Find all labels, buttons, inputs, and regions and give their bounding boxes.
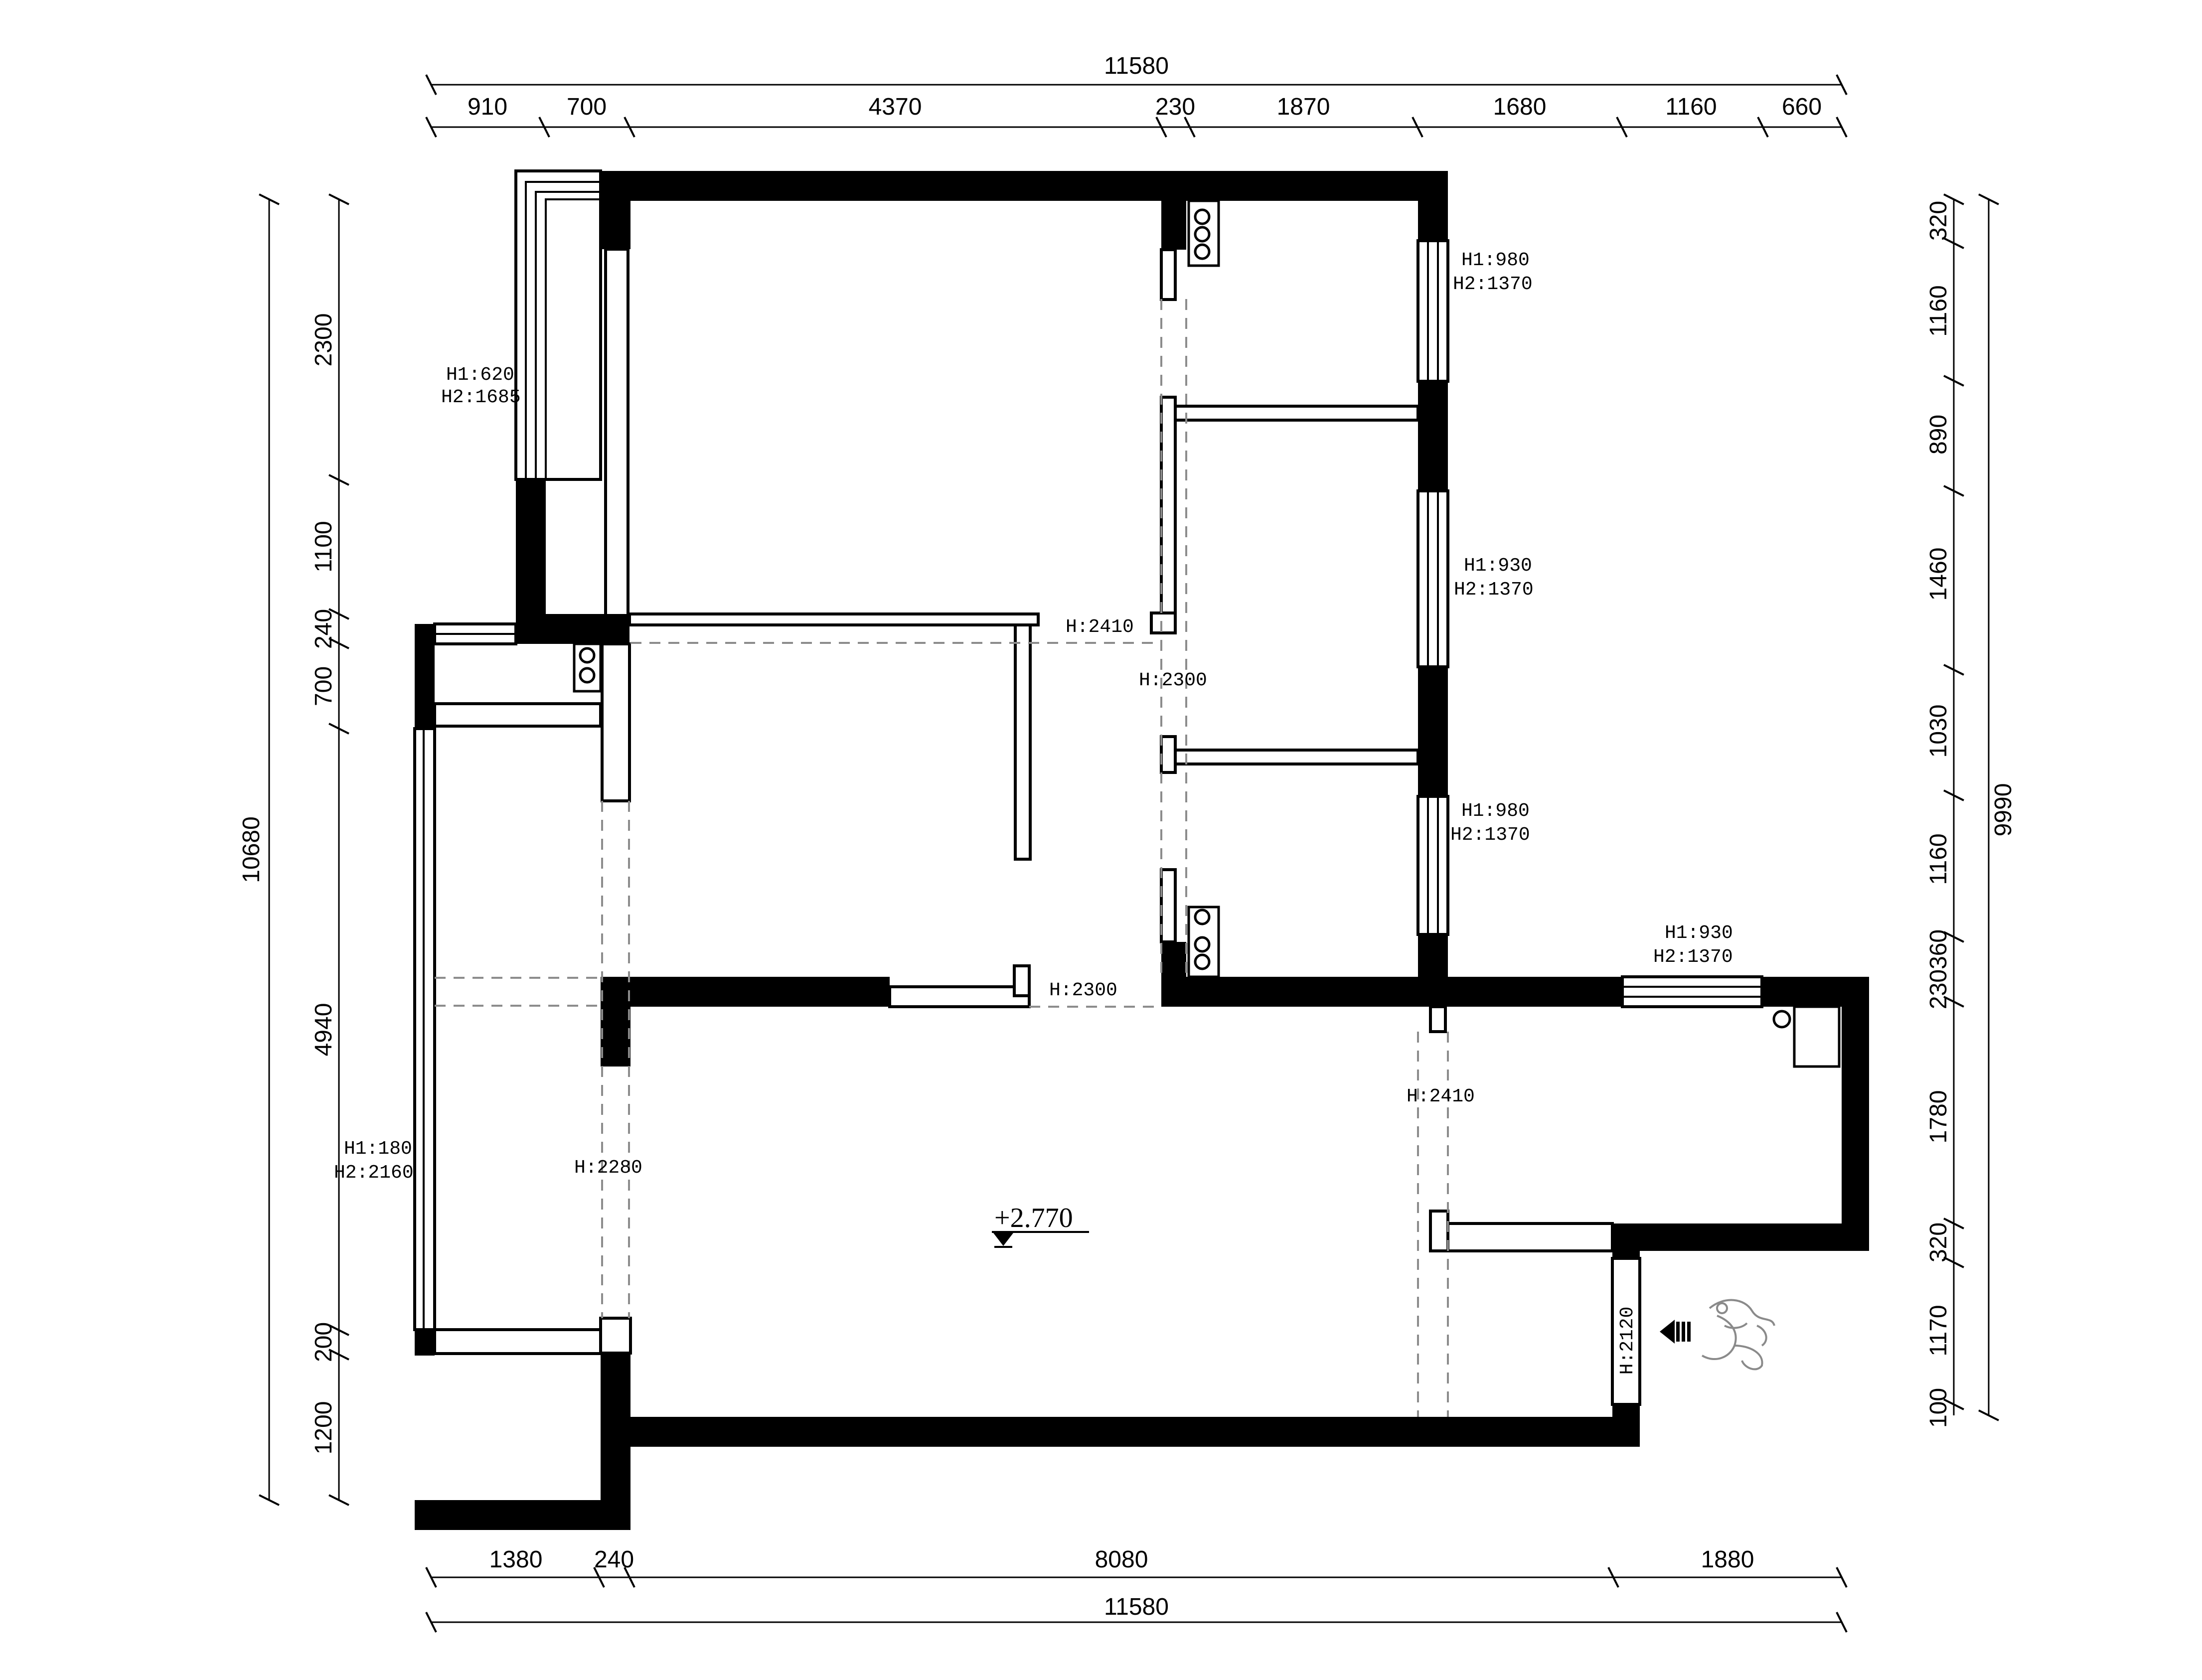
pipe-icon bbox=[1187, 199, 1220, 267]
top-dim-2: 700 bbox=[567, 94, 607, 120]
right-dim-11: 100 bbox=[1925, 1388, 1952, 1428]
window-kitchen bbox=[1621, 975, 1763, 1008]
bottom-dim-1: 1380 bbox=[489, 1546, 543, 1573]
top-dim-7: 1160 bbox=[1665, 94, 1717, 120]
pipe-icon bbox=[1772, 1005, 1841, 1068]
level-triangle-icon bbox=[993, 1233, 1013, 1246]
floor-level-label: +2.770 bbox=[994, 1203, 1073, 1233]
window-note-h1: H1:180 bbox=[344, 1138, 412, 1160]
windows bbox=[423, 169, 1763, 1406]
window-upper-left bbox=[514, 169, 602, 481]
window-notes: H1:620 H2:1685 H1:980 H2:1370 H1:930 H2:… bbox=[334, 250, 1733, 1184]
dimension-top: 11580 910 700 4370 230 1870 1680 1160 66… bbox=[425, 53, 1848, 138]
left-dim-6: 200 bbox=[311, 1322, 337, 1362]
structural-walls bbox=[415, 171, 1869, 1530]
top-total-dim: 11580 bbox=[1104, 53, 1169, 79]
window-note-h2: H2:1370 bbox=[1653, 946, 1733, 968]
right-dim-2: 1160 bbox=[1925, 285, 1952, 336]
window-right-2 bbox=[1416, 489, 1449, 668]
window-note-h2: H2:2160 bbox=[334, 1162, 414, 1184]
right-dim-8: 1780 bbox=[1925, 1090, 1952, 1144]
right-dim-7: 230360 bbox=[1925, 929, 1952, 1009]
partition-walls bbox=[413, 248, 1614, 1355]
left-dim-1: 2300 bbox=[311, 313, 337, 367]
right-dim-5: 1030 bbox=[1925, 705, 1952, 758]
window-note-h1: H1:930 bbox=[1464, 555, 1532, 577]
top-dim-1: 910 bbox=[468, 94, 507, 120]
right-dim-10: 1170 bbox=[1925, 1305, 1952, 1356]
window-note-h1: H1:620 bbox=[446, 364, 514, 386]
window-note-h2: H2:1370 bbox=[1453, 274, 1533, 295]
opening-height-label: H:2300 bbox=[1049, 980, 1117, 1001]
left-dim-7: 1200 bbox=[311, 1401, 337, 1455]
opening-lines bbox=[435, 299, 1449, 1417]
top-dim-6: 1680 bbox=[1493, 94, 1547, 120]
right-dim-6: 1160 bbox=[1925, 833, 1952, 885]
pipe-icon bbox=[573, 642, 602, 693]
left-dim-5: 4940 bbox=[311, 1003, 337, 1057]
pipe-fixtures bbox=[573, 199, 1841, 1068]
window-note-h1: H1:980 bbox=[1461, 800, 1530, 822]
right-dim-1: 320 bbox=[1925, 201, 1952, 241]
bottom-dim-3: 8080 bbox=[1095, 1546, 1148, 1573]
opening-height-label: H:2280 bbox=[574, 1157, 642, 1179]
opening-notes: H:2410 H:2300 H:2300 H:2280 H:2410 H:212… bbox=[574, 616, 1638, 1375]
pipe-icon bbox=[1187, 906, 1220, 978]
top-dim-3: 4370 bbox=[869, 94, 922, 120]
right-dim-3: 890 bbox=[1925, 415, 1952, 455]
left-dim-4: 700 bbox=[311, 666, 337, 706]
right-dim-9: 320 bbox=[1925, 1222, 1952, 1262]
opening-height-label: H:2410 bbox=[1066, 616, 1134, 638]
top-dim-5: 1870 bbox=[1277, 94, 1330, 120]
entrance-arrow-icon bbox=[1660, 1320, 1691, 1344]
window-note-h1: H1:930 bbox=[1665, 922, 1733, 944]
floor-level-mark: +2.770 bbox=[992, 1203, 1089, 1248]
top-dim-4: 230 bbox=[1155, 94, 1195, 120]
bottom-dim-4: 1880 bbox=[1701, 1546, 1754, 1573]
window-right-3 bbox=[1416, 795, 1449, 936]
bottom-dim-2: 240 bbox=[594, 1546, 634, 1573]
window-note-h2: H2:1370 bbox=[1450, 824, 1530, 846]
logo-sketch-icon bbox=[1701, 1299, 1775, 1371]
left-dim-3: 240 bbox=[311, 609, 337, 649]
opening-height-label: H:2120 bbox=[1617, 1307, 1638, 1375]
right-dim-4: 1460 bbox=[1925, 548, 1952, 601]
top-dim-8: 660 bbox=[1782, 94, 1822, 120]
dimension-bottom: 1380 240 8080 1880 11580 bbox=[425, 1546, 1848, 1633]
left-dim-2: 1100 bbox=[311, 521, 337, 572]
window-note-h2: H2:1685 bbox=[441, 387, 521, 408]
window-balcony-top bbox=[433, 622, 517, 645]
dimension-right: 9990 320 1160 890 1460 1030 1160 230360 … bbox=[1925, 193, 2017, 1428]
window-note-h2: H2:1370 bbox=[1454, 579, 1534, 601]
window-note-h1: H1:980 bbox=[1461, 250, 1530, 271]
opening-height-label: H:2300 bbox=[1139, 670, 1207, 691]
window-right-1 bbox=[1416, 239, 1449, 383]
left-total-dim: 10680 bbox=[238, 816, 265, 883]
entrance-door bbox=[1611, 1257, 1641, 1406]
dimension-left: 10680 2300 1100 240 700 4940 200 1200 bbox=[238, 193, 349, 1506]
opening-height-label: H:2410 bbox=[1407, 1086, 1475, 1107]
right-total-dim: 9990 bbox=[1990, 783, 2017, 837]
bottom-total-dim: 11580 bbox=[1104, 1594, 1169, 1620]
